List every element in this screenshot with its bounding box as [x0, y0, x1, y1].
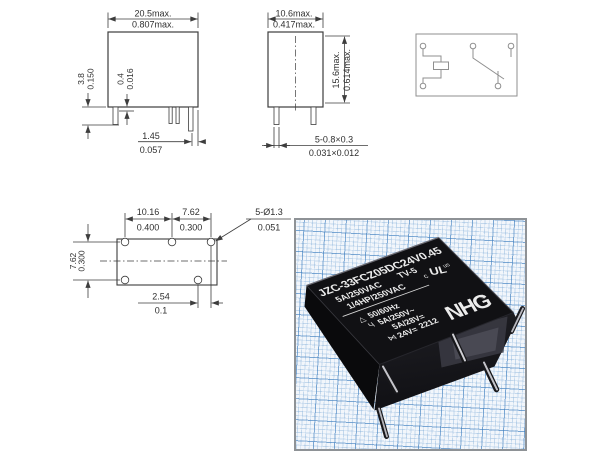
front-width-mm: 20.5max.: [134, 9, 171, 19]
pin-length-in: 0.150: [86, 68, 96, 90]
pin-offset-in: 0.057: [140, 145, 163, 155]
common-contact: [472, 48, 505, 80]
footprint-outline: [116, 238, 218, 286]
front-body-outline: [107, 31, 199, 108]
pin-offset-mm: 1.45: [142, 131, 160, 141]
coil-lead-top: [422, 48, 442, 62]
ul-icon: UL: [426, 263, 450, 277]
side-depth-in: 0.417max.: [273, 20, 315, 30]
relay-body: [304, 236, 518, 411]
warning-triangle-icon: △: [356, 315, 369, 324]
pin-step-mm: 0.4: [116, 73, 126, 85]
holes-spec-in: 0.051: [258, 223, 281, 233]
pitch-a-mm: 10.16: [137, 207, 160, 217]
pitch-a-in: 0.400: [137, 223, 160, 233]
row-pitch-in: 0.300: [77, 250, 87, 272]
coil-symbol-icon: ⋈: [386, 333, 400, 342]
holes-spec-mm: 5-Ø1.3: [255, 207, 283, 217]
offset-mm: 2.54: [152, 292, 170, 302]
relay-photo: JZC-33FCZ05DC24V0.45 5A/250VAC TV-5 1/4H…: [294, 218, 527, 451]
contact-symbol-icon: Ч: [366, 321, 377, 329]
side-view-drawing: 10.6max. 0.417max. 15.6max. 0.614max. 5-…: [262, 9, 368, 158]
side-body-outline: [267, 31, 324, 108]
hole-leader-arrow: [215, 218, 252, 242]
relay-image: JZC-33FCZ05DC24V0.45 5A/250VAC TV-5 1/4H…: [304, 236, 525, 439]
ul-us-mark: us: [442, 263, 452, 270]
front-pins: [112, 106, 194, 132]
row-pitch-mm: 7.62: [68, 252, 78, 269]
relay-pins: [376, 306, 525, 439]
pitch-b-in: 0.300: [180, 223, 203, 233]
pitch-b-mm: 7.62: [182, 207, 200, 217]
coil-symbol: [433, 61, 449, 70]
side-depth-mm: 10.6max.: [275, 9, 312, 19]
pin-section-mm: 5-0.8×0.3: [315, 135, 353, 145]
terminal-circles: [419, 42, 515, 90]
schematic-border: [415, 33, 518, 97]
front-width-in: 0.807max.: [132, 20, 174, 30]
pin-step-in: 0.016: [125, 68, 135, 90]
side-pins: [273, 106, 317, 125]
schematic-diagram: [415, 33, 518, 97]
coil-lead-bottom: [422, 69, 442, 84]
ul-c-mark: c: [421, 272, 431, 280]
pin-length-mm: 3.8: [76, 73, 86, 85]
pin-section-in: 0.031×0.012: [309, 148, 359, 158]
label-divider: [342, 284, 430, 317]
bottom-view-drawing: 10.16 0.400 7.62 0.300 5-Ø1.3 0.051 7.62…: [68, 207, 291, 316]
front-view-drawing: 20.5max. 0.807max. 3.8 0.150 0.4 0.016 1…: [76, 9, 206, 155]
mounting-holes: [120, 237, 216, 285]
side-height-in: 0.614max.: [342, 49, 352, 91]
offset-in: 0.1: [155, 306, 168, 316]
registered-icon: ®: [478, 293, 488, 301]
side-height-mm: 15.6max.: [331, 51, 341, 88]
